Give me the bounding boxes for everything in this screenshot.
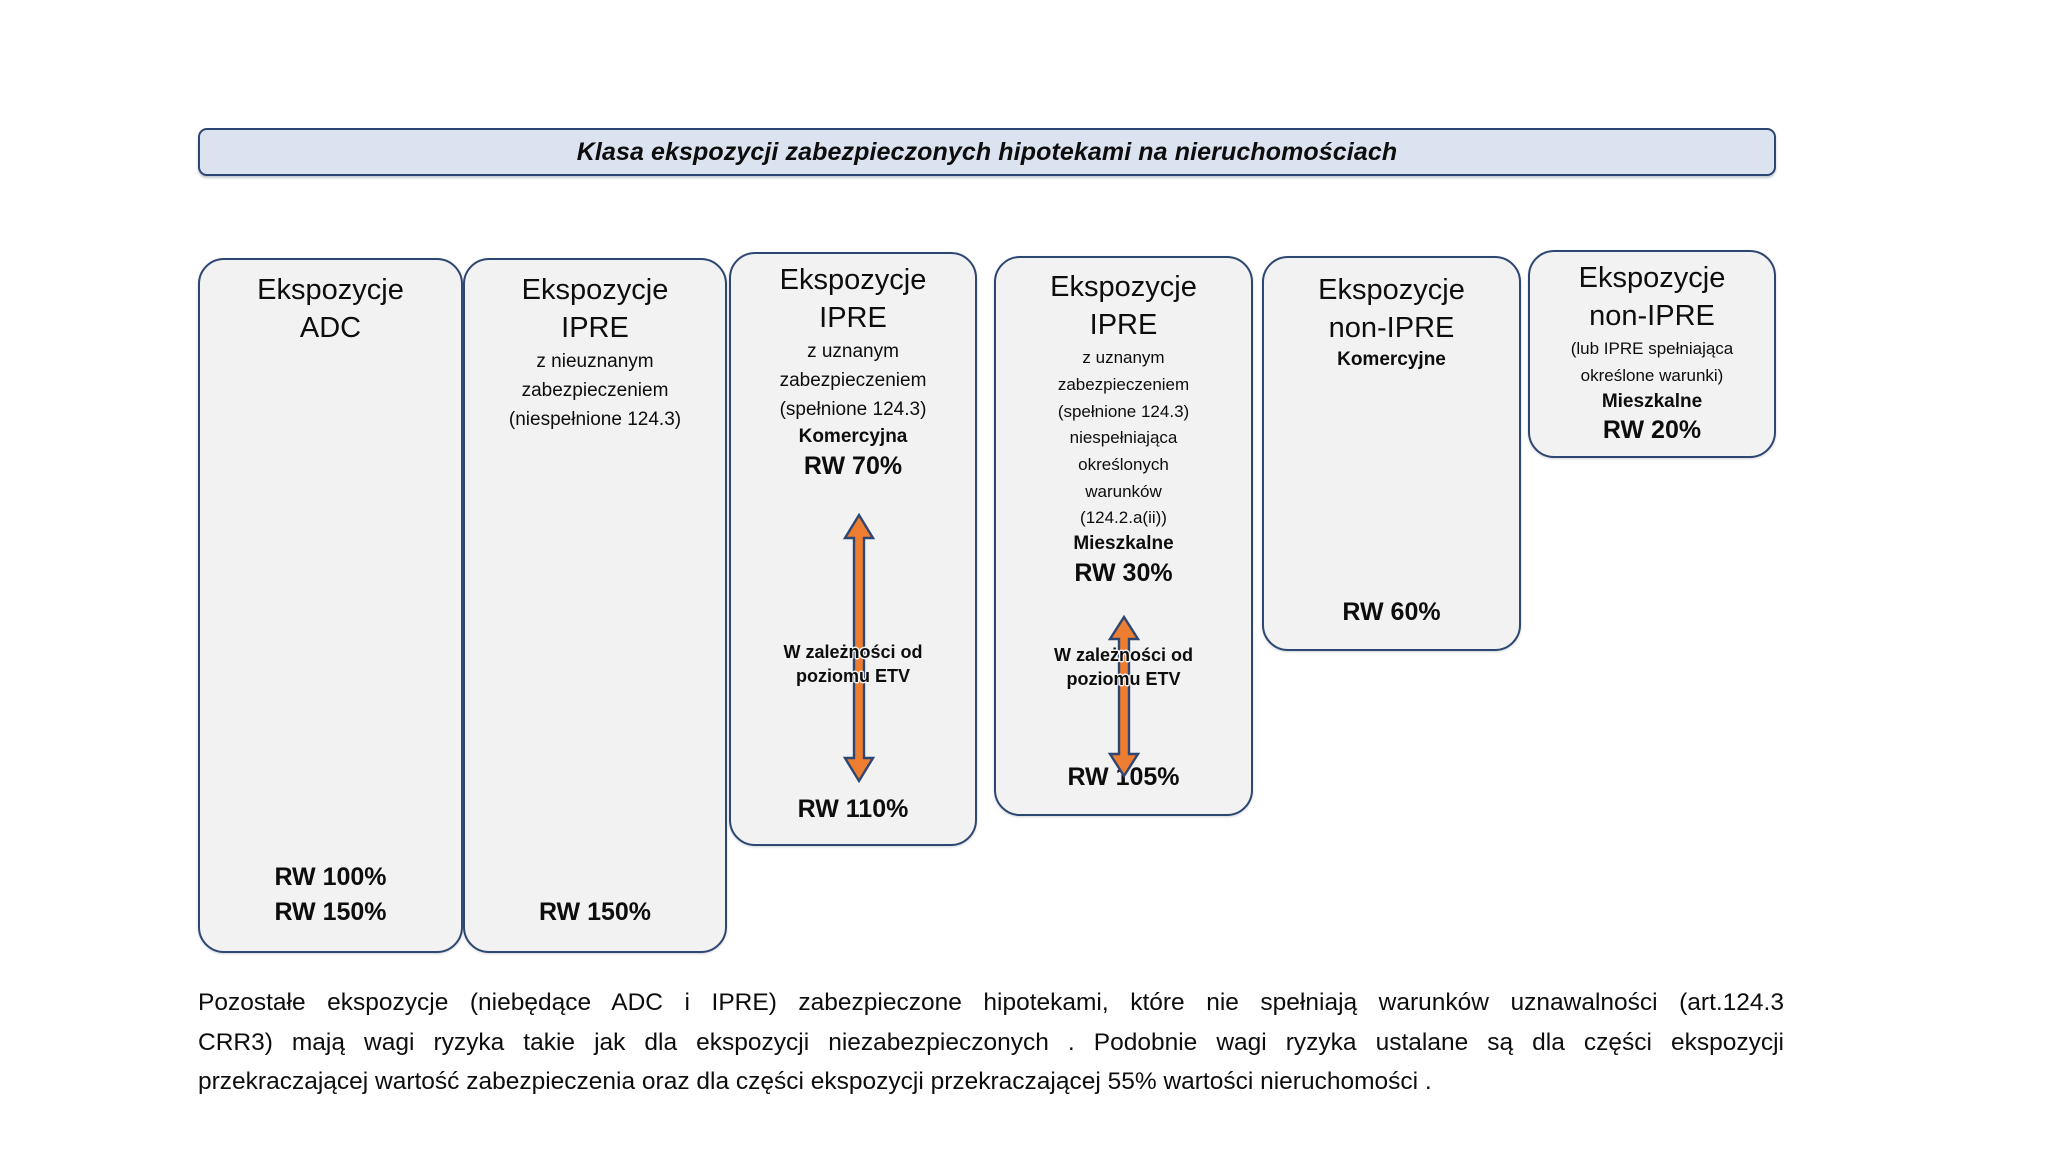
box-non-ipre-commercial-header-line2: non-IPRE xyxy=(1328,311,1455,344)
etv-label-residential-line1: W zależności od xyxy=(1053,645,1194,665)
box-ipre-residential-header-line2: IPRE xyxy=(1089,308,1158,341)
box-non-ipre-residential-sub-1: (lub IPRE spełniająca xyxy=(1570,339,1734,359)
box-ipre-residential-header-line1: Ekspozycje xyxy=(1050,271,1197,303)
box-adc-rw-100: RW 100% xyxy=(274,863,387,891)
etv-range-arrow-residential xyxy=(1107,614,1141,779)
etv-label-commercial: W zależności od poziomu ETV xyxy=(729,640,977,689)
box-ipre-unrecognised-sub-2: zabezpieczeniem xyxy=(521,380,669,402)
box-non-ipre-residential-sub-2: określone warunki) xyxy=(1580,366,1724,386)
footer-note: Pozostałe ekspozycje (niebędące ADC i IP… xyxy=(198,983,1784,1102)
box-ipre-residential-sub-5: określonych xyxy=(1078,454,1169,474)
footer-note-line-3: przekraczającej wartość zabezpieczenia o… xyxy=(198,1068,1432,1096)
box-adc-header-line2: ADC xyxy=(299,311,362,344)
diagram-title-banner: Klasa ekspozycji zabezpieczonych hipotek… xyxy=(198,128,1776,176)
box-non-ipre-commercial-category: Komercyjne xyxy=(1337,349,1446,371)
box-ipre-unrecognised-sub-1: z nieuznanym xyxy=(536,351,654,373)
exposure-box-ipre-unrecognised: Ekspozycje IPRE z nieuznanym zabezpiecze… xyxy=(463,258,727,953)
box-non-ipre-residential-header-line1: Ekspozycje xyxy=(1578,262,1726,294)
etv-label-residential-line2: poziomu ETV xyxy=(1066,669,1181,690)
box-ipre-residential-rw-top: RW 30% xyxy=(1074,558,1173,587)
etv-label-commercial-line1: W zależności od xyxy=(783,642,923,662)
box-ipre-commercial-sub-1: z uznanym xyxy=(807,341,899,363)
box-ipre-unrecognised-rw-150: RW 150% xyxy=(538,897,652,926)
box-non-ipre-residential-header-line2: non-IPRE xyxy=(1589,299,1715,332)
box-ipre-commercial-sub-2: zabezpieczeniem xyxy=(779,370,927,392)
box-non-ipre-commercial-header-line1: Ekspozycje xyxy=(1318,274,1465,306)
box-ipre-commercial-category: Komercyjna xyxy=(798,426,908,448)
box-ipre-commercial-rw-bottom: RW 110% xyxy=(797,794,909,823)
exposure-box-adc: Ekspozycje ADC RW 100% RW 150% xyxy=(198,258,463,953)
box-ipre-residential-category: Mieszkalne xyxy=(1073,532,1174,554)
box-ipre-residential-sub-2: zabezpieczeniem xyxy=(1057,375,1190,395)
etv-label-commercial-line2: poziomu ETV xyxy=(796,666,910,687)
exposure-box-non-ipre-residential: Ekspozycje non-IPRE (lub IPRE spełniając… xyxy=(1528,250,1776,458)
etv-range-arrow-commercial xyxy=(842,512,876,784)
box-ipre-residential-sub-1: z uznanym xyxy=(1082,348,1165,368)
etv-label-residential: W zależności od poziomu ETV xyxy=(994,643,1253,692)
exposure-box-non-ipre-commercial: Ekspozycje non-IPRE Komercyjne RW 60% xyxy=(1262,256,1521,651)
box-ipre-residential-sub-6: warunków xyxy=(1085,481,1162,501)
box-ipre-commercial-rw-top: RW 70% xyxy=(803,451,903,480)
footer-note-line-2: CRR3) mają wagi ryzyka takie jak dla eks… xyxy=(198,1028,1784,1056)
box-ipre-commercial-sub-3: (spełnione 124.3) xyxy=(779,399,927,421)
box-adc-header-line1: Ekspozycje xyxy=(257,274,404,306)
box-adc-rw-150: RW 150% xyxy=(274,897,387,926)
box-ipre-unrecognised-header-line1: Ekspozycje xyxy=(521,274,669,306)
box-ipre-unrecognised-sub-3: (niespełnione 124.3) xyxy=(508,409,682,431)
exposure-box-ipre-commercial: Ekspozycje IPRE z uznanym zabezpieczenie… xyxy=(729,252,977,846)
box-ipre-residential-sub-3: (spełnione 124.3) xyxy=(1057,401,1190,421)
box-ipre-residential-sub-7: (124.2.a(ii)) xyxy=(1080,508,1167,528)
footer-note-line-1: Pozostałe ekspozycje (niebędące ADC i IP… xyxy=(198,989,1784,1016)
box-ipre-commercial-header-line2: IPRE xyxy=(819,301,887,334)
box-non-ipre-commercial-rw-60: RW 60% xyxy=(1342,597,1441,626)
box-ipre-unrecognised-header-line2: IPRE xyxy=(561,311,629,344)
box-ipre-residential-sub-4: niespełniająca xyxy=(1069,428,1178,448)
page-title: Klasa ekspozycji zabezpieczonych hipotek… xyxy=(576,137,1398,166)
box-non-ipre-residential-category: Mieszkalne xyxy=(1601,390,1703,412)
box-ipre-commercial-header-line1: Ekspozycje xyxy=(779,264,927,296)
box-non-ipre-residential-rw-20: RW 20% xyxy=(1602,416,1702,445)
